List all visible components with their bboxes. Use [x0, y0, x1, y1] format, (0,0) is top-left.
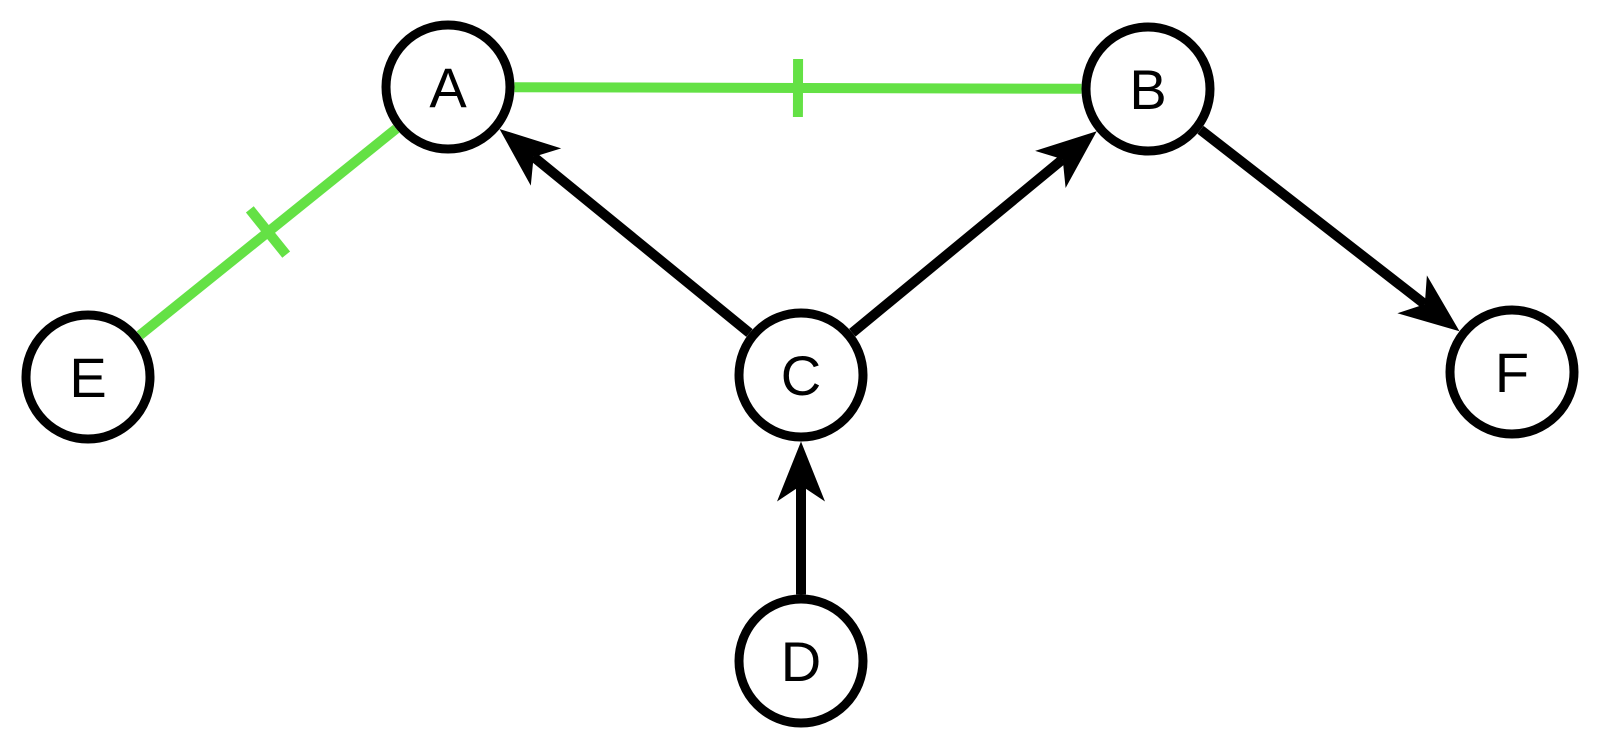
- node-label: C: [781, 344, 821, 407]
- node-circle: [1081, 22, 1215, 156]
- tick-mark-icon: [245, 206, 291, 258]
- edge-B-F: [1197, 125, 1460, 332]
- edge-E-A: [136, 124, 400, 340]
- node-label: D: [781, 630, 821, 693]
- node-F: F: [1445, 305, 1579, 439]
- node-label: B: [1129, 58, 1166, 121]
- node-circle: [1445, 305, 1579, 439]
- arrowhead-icon: [1035, 131, 1097, 188]
- edge-D-C: [777, 441, 825, 595]
- node-A: A: [381, 20, 515, 154]
- node-label: E: [69, 346, 106, 409]
- edge-C-B: [849, 131, 1097, 337]
- node-label: A: [429, 56, 467, 119]
- edge-C-A: [499, 129, 753, 337]
- node-circle: [21, 310, 155, 444]
- arrowhead-icon: [499, 129, 562, 186]
- node-D: D: [734, 594, 868, 728]
- node-layer: A B C D E F: [21, 20, 1579, 728]
- arrowhead-icon: [777, 441, 825, 502]
- node-circle: [381, 20, 515, 154]
- edge-A-B: [514, 58, 1082, 118]
- edge-line: [849, 155, 1066, 337]
- arrowhead-icon: [1397, 275, 1460, 332]
- edge-layer: [136, 58, 1460, 595]
- node-circle: [734, 308, 868, 442]
- node-circle: [734, 594, 868, 728]
- edge-line: [530, 152, 753, 337]
- edge-line: [1197, 125, 1428, 309]
- node-C: C: [734, 308, 868, 442]
- node-B: B: [1081, 22, 1215, 156]
- node-E: E: [21, 310, 155, 444]
- node-label: F: [1495, 341, 1529, 404]
